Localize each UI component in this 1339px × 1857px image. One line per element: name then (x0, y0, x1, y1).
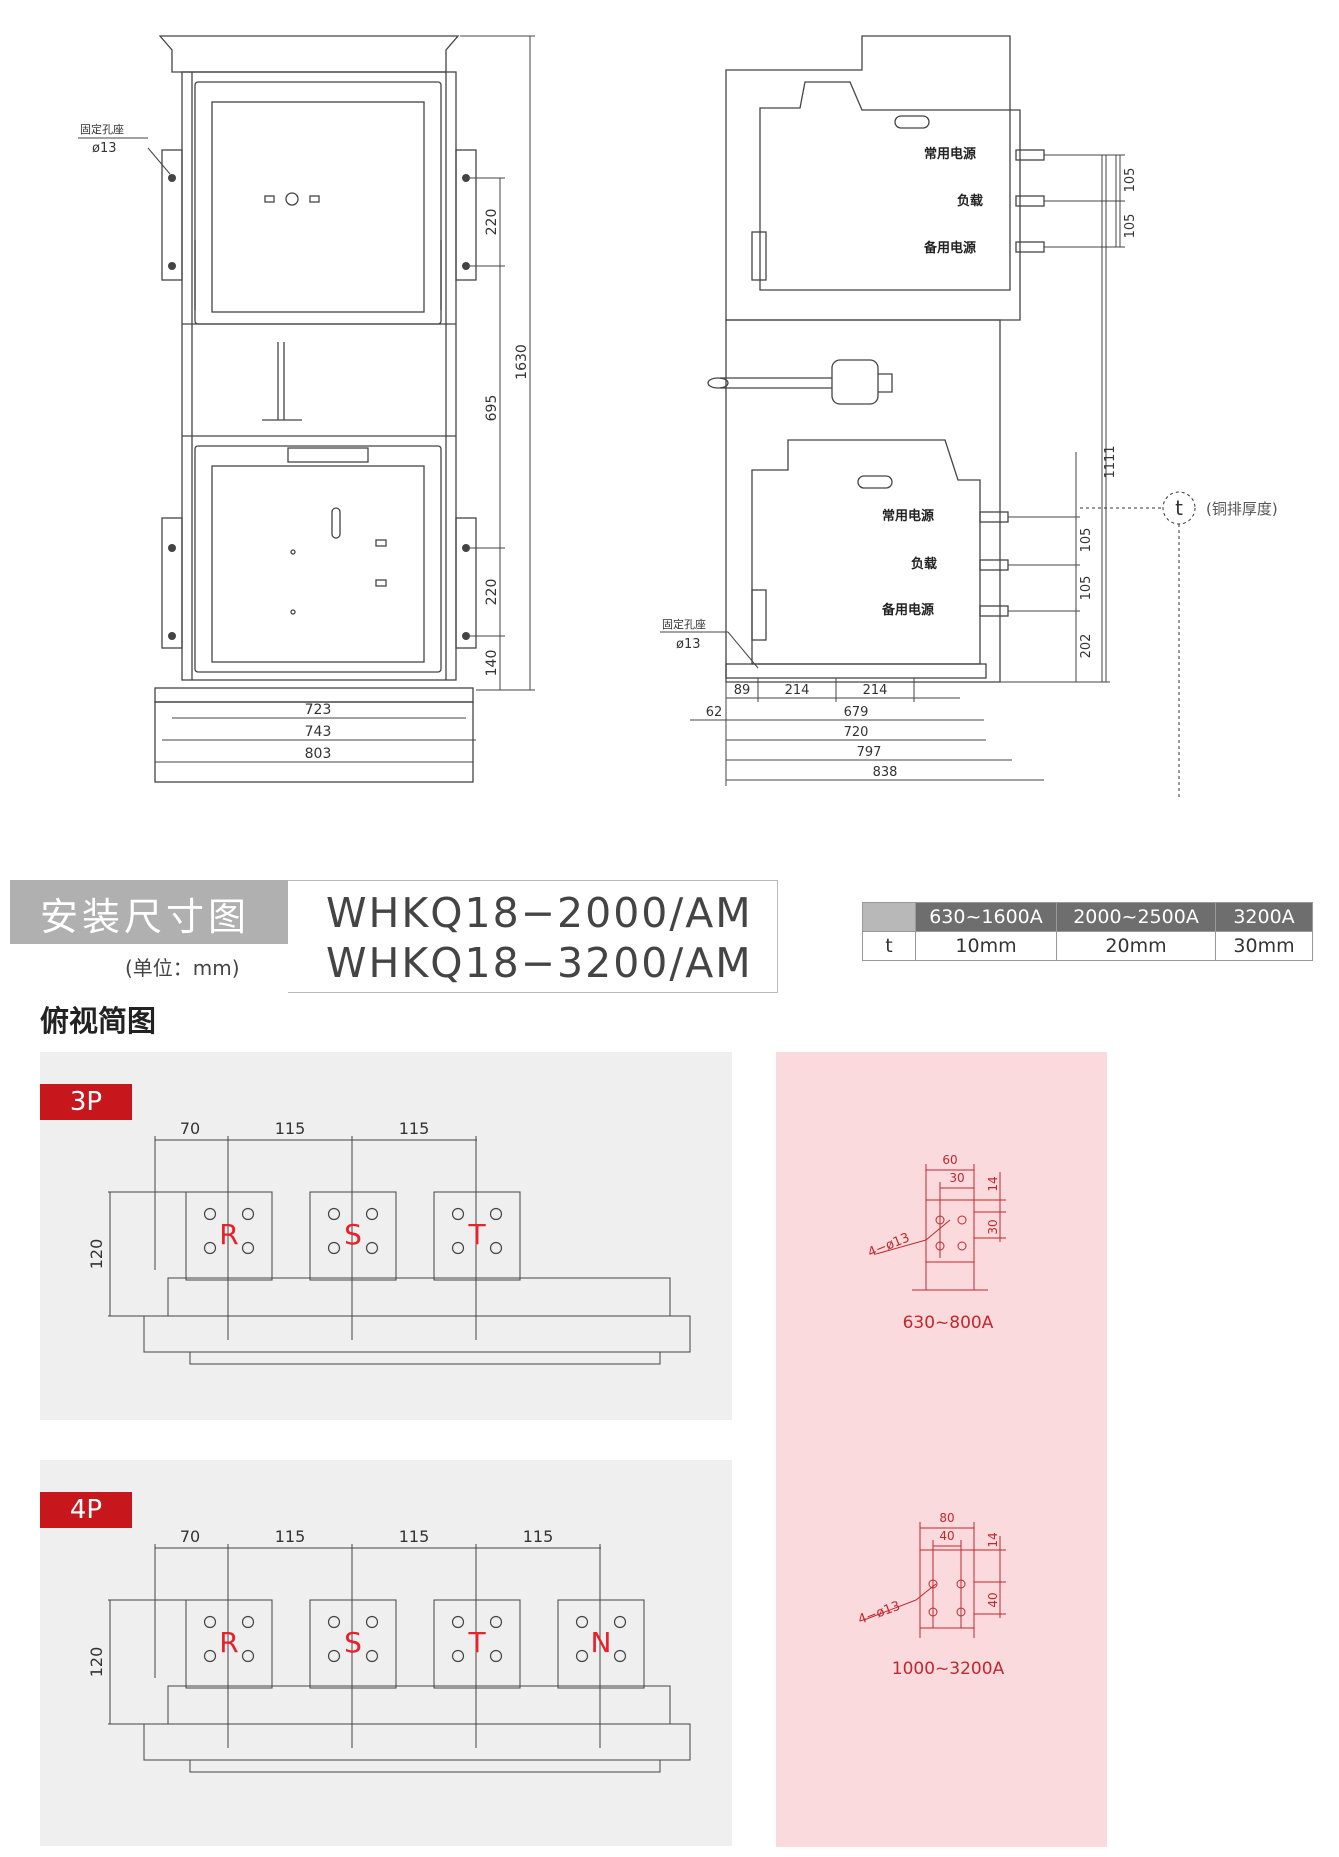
upper-label-load: 负载 (957, 193, 983, 209)
t-note: (铜排厚度) (1206, 500, 1278, 518)
dim-723: 723 (305, 702, 332, 718)
dim-70: 70 (180, 1527, 200, 1546)
phase-s: S (344, 1218, 362, 1251)
dim-797: 797 (857, 745, 882, 760)
badge-4p: 4P (40, 1492, 132, 1528)
dim-115-a: 115 (275, 1527, 306, 1546)
hole-label: 固定孔座 (80, 122, 124, 136)
dim-62: 62 (706, 705, 723, 720)
thickness-table: 630~1600A 2000~2500A 3200A t 10mm 20mm 3… (862, 902, 1313, 961)
dim-115-c: 115 (523, 1527, 554, 1546)
dim-115-a: 115 (275, 1119, 306, 1138)
phase-t: T (467, 1218, 486, 1251)
dim-115-b: 115 (399, 1527, 430, 1546)
busbar-detail-panel: 60 30 14 30 4−ø13 630~800A 80 40 14 40 4… (776, 1052, 1107, 1847)
title-block: 安装尺寸图 (单位：mm) WHKQ18−2000/AM WHKQ18−3200… (10, 880, 780, 995)
table-header-cell: 630~1600A (915, 902, 1057, 932)
dim-220-lower: 220 (484, 579, 500, 606)
busbar-a-pitch: 30 (986, 1219, 1000, 1234)
dim-720: 720 (844, 725, 869, 740)
busbar-detail-a: 60 30 14 30 4−ø13 630~800A (866, 1153, 1006, 1333)
phase-r: R (219, 1218, 238, 1251)
busbar-b-top: 14 (986, 1532, 1000, 1547)
front-view-drawing: 固定孔座 ø13 220 695 1630 220 140 723 743 80… (78, 35, 535, 783)
dim-743: 743 (305, 724, 332, 740)
table-cell: 20mm (1056, 931, 1216, 961)
table-row: t 10mm 20mm 30mm (862, 931, 1313, 961)
busbar-b-half: 40 (939, 1529, 954, 1543)
dim-214-a: 214 (785, 683, 810, 698)
dim-803: 803 (305, 746, 332, 762)
side-view-drawing: 常用电源 负载 备用电源 常用电源 负载 备用电源 105 105 1111 1… (660, 35, 1278, 800)
busbar-a-caption: 630~800A (903, 1313, 994, 1333)
dim-lower-105-a: 105 (1079, 528, 1094, 553)
dim-202: 202 (1079, 634, 1094, 659)
diagram-4p: 70 115 115 115 120 R S T N (87, 1527, 691, 1773)
busbar-b-holes: 4−ø13 (856, 1599, 902, 1628)
dim-lower-105-b: 105 (1079, 576, 1094, 601)
table-cell: 30mm (1215, 931, 1313, 961)
lower-label-load: 负载 (911, 556, 937, 572)
dim-upper-105-b: 105 (1123, 214, 1138, 239)
busbar-a-holes: 4−ø13 (866, 1230, 912, 1260)
drawing-title: 安装尺寸图 (40, 895, 251, 939)
phase-s: S (344, 1626, 362, 1659)
table-cell: t (862, 931, 916, 961)
model-name-1: WHKQ18−2000/AM (326, 889, 753, 937)
phase-r: R (219, 1626, 238, 1659)
dim-1111: 1111 (1103, 445, 1118, 478)
dim-115-b: 115 (399, 1119, 430, 1138)
title-banner: 安装尺寸图 (10, 880, 288, 944)
upper-label-backup: 备用电源 (923, 240, 976, 256)
busbar-a-width: 60 (942, 1153, 957, 1167)
phase-t: T (467, 1626, 486, 1659)
table-cell: 10mm (915, 931, 1057, 961)
table-header-row: 630~1600A 2000~2500A 3200A (862, 902, 1313, 932)
side-hole-label: 固定孔座 (662, 617, 706, 631)
model-name-2: WHKQ18−3200/AM (326, 939, 753, 987)
dim-220-upper: 220 (484, 209, 500, 236)
dim-upper-105-a: 105 (1123, 168, 1138, 193)
dim-1630: 1630 (514, 344, 530, 380)
badge-3p: 3P (40, 1084, 132, 1120)
lower-label-backup: 备用电源 (881, 602, 934, 618)
busbar-b-pitch: 40 (986, 1592, 1000, 1607)
busbar-b-width: 80 (939, 1511, 954, 1525)
busbar-detail-b: 80 40 14 40 4−ø13 1000~3200A (856, 1511, 1006, 1679)
panel-4p: 4P 70 115 115 115 120 R S T N (40, 1460, 732, 1846)
phase-n: N (591, 1626, 612, 1659)
model-box: WHKQ18−2000/AM WHKQ18−3200/AM (288, 880, 778, 993)
table-header-cell: 2000~2500A (1056, 902, 1216, 932)
dim-838: 838 (873, 765, 898, 780)
t-symbol: t (1175, 496, 1183, 520)
lower-label-normal: 常用电源 (882, 508, 934, 524)
busbar-a-half: 30 (949, 1171, 964, 1185)
dim-214-b: 214 (863, 683, 888, 698)
side-hole-dia: ø13 (676, 637, 701, 652)
diagram-3p: 70 115 115 120 R S T (87, 1119, 691, 1365)
busbar-b-caption: 1000~3200A (892, 1659, 1005, 1679)
dim-89: 89 (734, 683, 751, 698)
dim-695: 695 (484, 395, 500, 422)
upper-label-normal: 常用电源 (924, 146, 976, 162)
panel-3p: 3P 70 115 115 120 R S T (40, 1052, 732, 1420)
table-header-cell: 3200A (1215, 902, 1313, 932)
dim-679: 679 (844, 705, 869, 720)
dim-140: 140 (484, 650, 500, 677)
table-header-cell (862, 902, 916, 932)
dim-120: 120 (87, 1239, 106, 1270)
dim-70: 70 (180, 1119, 200, 1138)
unit-label: (单位：mm) (125, 956, 240, 980)
dim-120: 120 (87, 1647, 106, 1678)
busbar-a-top: 14 (986, 1176, 1000, 1191)
hole-dia: ø13 (92, 141, 117, 156)
top-view-title: 俯视简图 (40, 1004, 157, 1038)
